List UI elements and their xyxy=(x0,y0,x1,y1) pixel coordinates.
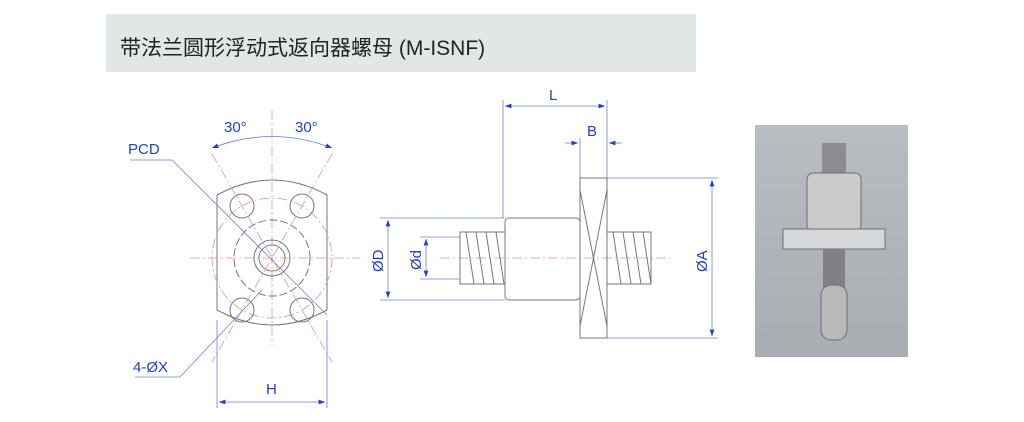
flange xyxy=(579,177,608,339)
flange-dia-label: ØA xyxy=(694,250,711,272)
screw-dia-label: Ød xyxy=(408,250,425,270)
pcd-circle xyxy=(211,197,333,319)
width-label: H xyxy=(266,381,277,398)
angle-right-label: 30° xyxy=(295,119,318,136)
flange-width-label: B xyxy=(587,123,597,140)
flange-outline xyxy=(216,179,328,326)
bolt-hole xyxy=(289,193,315,219)
product-photo xyxy=(755,125,908,357)
length-label: L xyxy=(549,87,557,104)
pcd-label: PCD xyxy=(128,141,160,158)
page-title: 带法兰圆形浮动式返向器螺母 (M-ISNF) xyxy=(120,37,486,60)
hole-label: 4-ØX xyxy=(133,359,168,376)
front-view: 30° 30° PCD 4-ØX H xyxy=(128,110,360,408)
bolt-hole xyxy=(229,193,255,219)
bolt-hole xyxy=(229,297,255,323)
body-dia-label: ØD xyxy=(370,249,387,272)
angle-left-label: 30° xyxy=(224,119,247,136)
side-view: L B ØD Ød ØA xyxy=(370,87,718,339)
nut-body xyxy=(504,217,581,301)
title-bar: 带法兰圆形浮动式返向器螺母 (M-ISNF) xyxy=(106,14,696,72)
bolt-hole xyxy=(289,297,315,323)
